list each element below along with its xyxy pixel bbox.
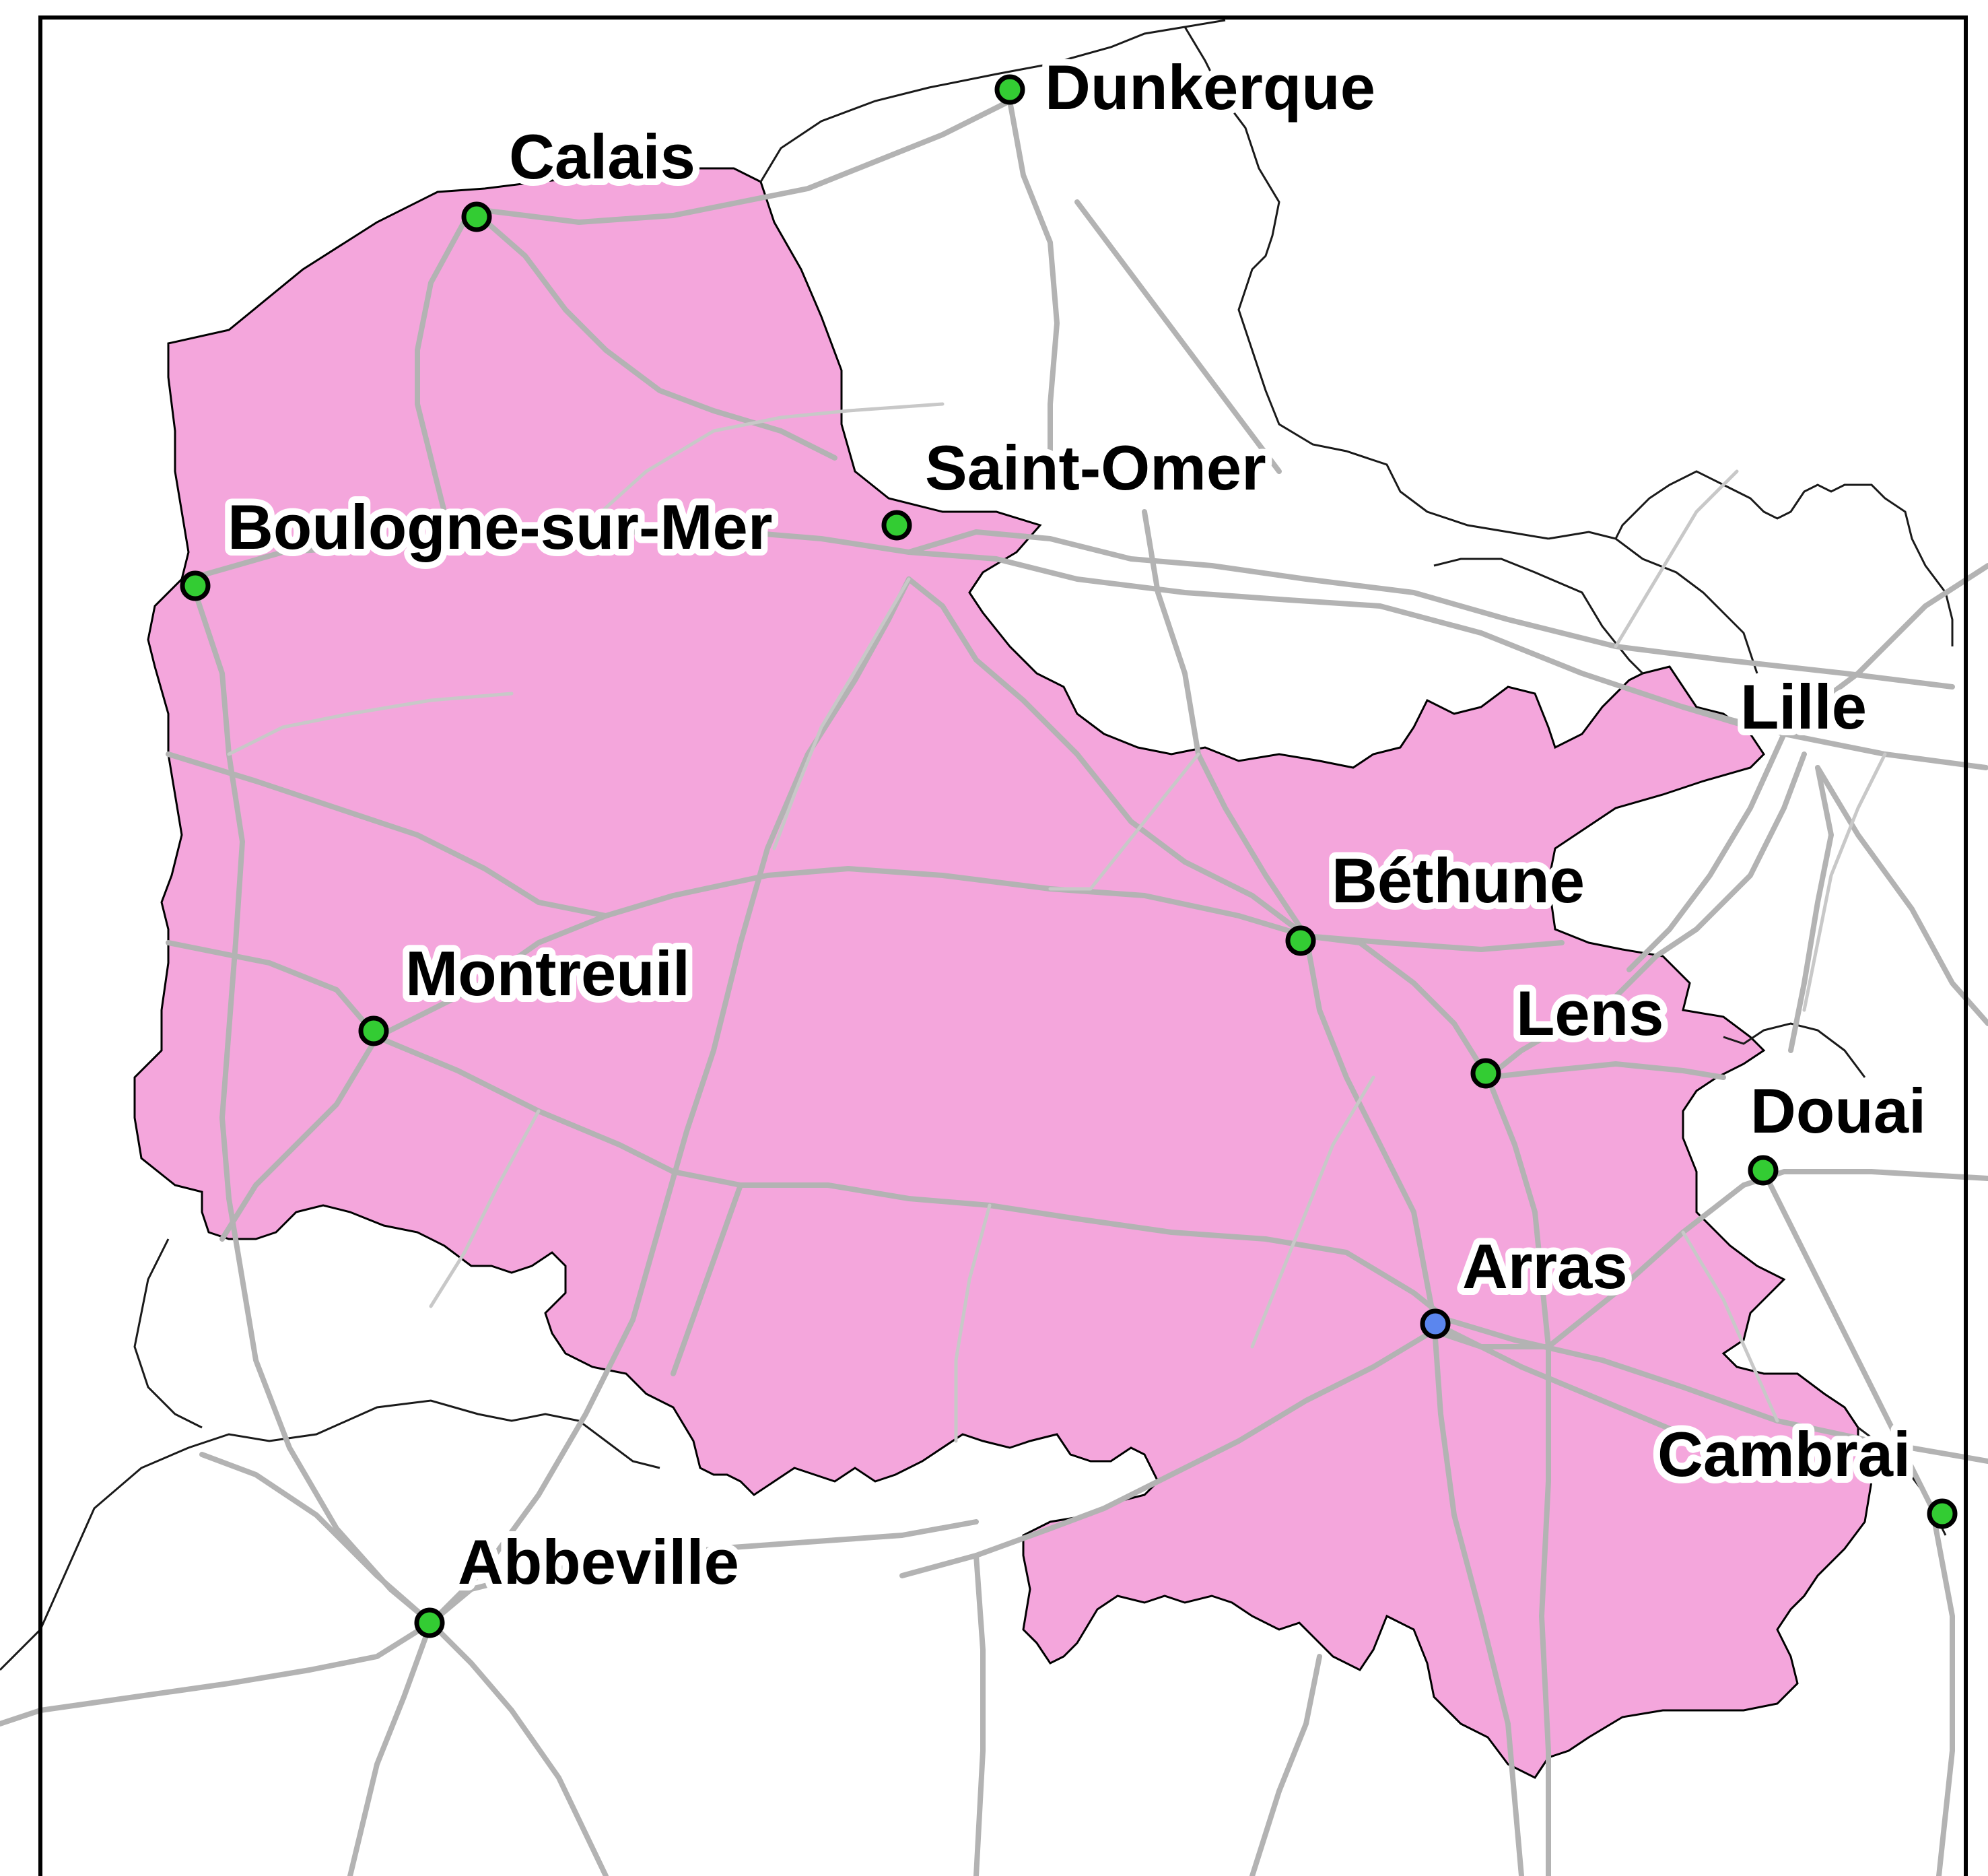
map-frame xyxy=(38,15,1968,1876)
city-marker-boulogne[interactable] xyxy=(180,570,211,601)
city-marker-saint-omer[interactable] xyxy=(881,510,912,541)
city-marker-douai[interactable] xyxy=(1748,1155,1779,1186)
city-label-bethune: Béthune xyxy=(1332,845,1585,916)
city-marker-dunkerque[interactable] xyxy=(994,74,1025,105)
city-marker-lens[interactable] xyxy=(1470,1058,1501,1089)
secondary-roads xyxy=(227,402,1887,1443)
city-label-abbeville: Abbeville xyxy=(458,1527,739,1597)
city-label-arras: Arras xyxy=(1462,1231,1628,1302)
city-label-dunkerque: Dunkerque xyxy=(1045,52,1375,123)
city-label-calais: Calais xyxy=(509,121,695,192)
city-label-boulogne: Boulogne-sur-Mer xyxy=(228,492,772,562)
city-markers xyxy=(180,74,1958,1638)
city-marker-bethune[interactable] xyxy=(1285,925,1316,956)
city-marker-calais[interactable] xyxy=(461,201,492,232)
city-label-lille: Lille xyxy=(1740,671,1867,742)
city-label-montreuil: Montreuil xyxy=(405,938,690,1009)
city-label-douai: Douai xyxy=(1750,1075,1926,1146)
city-marker-montreuil[interactable] xyxy=(358,1015,389,1046)
city-label-lens: Lens xyxy=(1516,978,1664,1048)
city-marker-arras[interactable] xyxy=(1420,1308,1451,1339)
city-label-cambrai: Cambrai xyxy=(1657,1419,1911,1489)
city-marker-cambrai[interactable] xyxy=(1927,1498,1958,1529)
city-label-saint-omer: Saint-Omer xyxy=(925,432,1266,503)
city-marker-abbeville[interactable] xyxy=(414,1607,445,1638)
city-labels: Dunkerque Calais Saint-Omer Boulogne-sur… xyxy=(221,45,1933,1604)
